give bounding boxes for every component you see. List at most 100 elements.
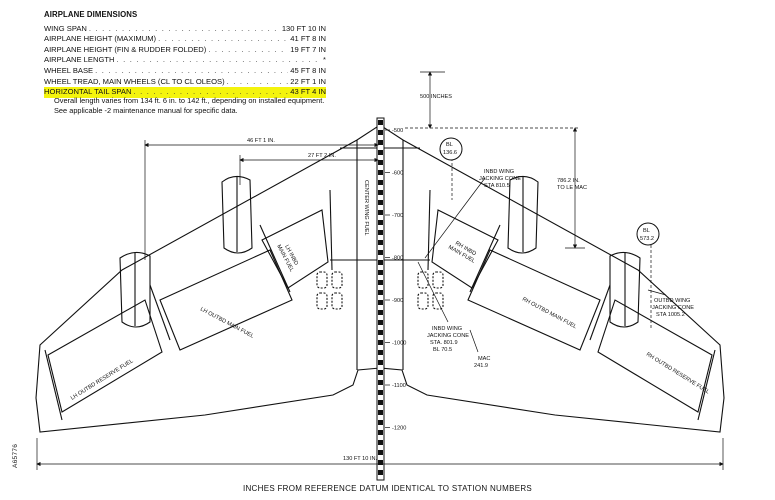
- station-label: -500: [392, 128, 403, 134]
- lh-reserve-tank-outboard: [44, 349, 63, 421]
- dim-27ft-label: 27 FT 2 IN.: [308, 153, 336, 159]
- rh-inbd-engine: [507, 175, 539, 254]
- inbd-cone-l3: STA 810.5: [484, 183, 510, 189]
- lh-outbd-tank-label: LH OUTBD MAIN FUEL: [199, 306, 255, 339]
- rh-outbd-tank-outboard: [589, 284, 611, 341]
- rh-inbd-tank-inboard: [427, 189, 431, 271]
- bl-136-label-1: BL: [446, 142, 453, 148]
- station-label: -800: [392, 256, 403, 262]
- lh-outbd-engine: [119, 251, 151, 328]
- leader-dots: . . . . . . . . . . . . . . . . . . . . …: [158, 34, 288, 44]
- bl-136-label-2: 136.6: [443, 150, 457, 156]
- leader-dots: . . . . . . . . . . . . . . . . . . . . …: [226, 76, 289, 86]
- ruler-tick: [378, 120, 383, 125]
- inbd-cone-lower-l2: JACKING CONE: [427, 333, 469, 339]
- ruler-tick: [378, 150, 383, 155]
- station-label: -900: [392, 298, 403, 304]
- leader-dots: . . . . . . . . . . . . . . . . . . . . …: [88, 23, 280, 33]
- outbd-cone-l2: JACKING CONE: [652, 305, 694, 311]
- note-line-2: See applicable -2 maintenance manual for…: [54, 105, 238, 115]
- rh-gear-wells: [417, 271, 444, 310]
- ruler-tick: [378, 310, 383, 315]
- rh-inbd-tank-outboard: [469, 224, 501, 293]
- lh-inbd-tank: [261, 209, 329, 289]
- lh-outbd-tank: [159, 249, 293, 351]
- ruler-tick: [378, 230, 383, 235]
- dimension-value: *: [323, 55, 326, 65]
- bl-136-marker: [439, 137, 463, 161]
- lh-reserve-tank: [47, 299, 163, 413]
- station-labels: -500-600-700-800-900-1000-1100-1200: [385, 128, 406, 432]
- outbd-cone-l3: STA 1005.2: [656, 312, 685, 318]
- rh-reserve-tank: [597, 299, 713, 413]
- ruler-tick: [378, 210, 383, 215]
- station-label: -1200: [392, 426, 406, 432]
- mac-label-1: MAC: [478, 356, 490, 362]
- dimensions-rows: WING SPAN . . . . . . . . . . . . . . . …: [44, 24, 326, 98]
- dim-500in-label: 500 INCHES: [420, 94, 452, 100]
- dimension-value: 130 FT 10 IN: [281, 23, 326, 33]
- dimension-value: 22 FT 1 IN: [290, 76, 326, 86]
- ruler-tick: [378, 140, 383, 145]
- dimension-value: 45 FT 8 IN: [290, 65, 326, 75]
- ruler-tick: [378, 170, 383, 175]
- dimension-row: HORIZONTAL TAIL SPAN . . . . . . . . . .…: [44, 87, 326, 98]
- note-line-1: Overall length varies from 134 ft. 6 in.…: [54, 96, 325, 105]
- rh-reserve-tank-label: RH OUTBD RESERVE FUEL: [645, 352, 710, 396]
- inbd-cone-l1: INBD WING: [484, 169, 514, 175]
- ruler-tick: [378, 450, 383, 455]
- ruler-tick: [378, 300, 383, 305]
- dimension-value: 43 FT 4 IN: [290, 87, 326, 97]
- footer-caption: INCHES FROM REFERENCE DATUM IDENTICAL TO…: [242, 484, 533, 493]
- inbd-cone-l2: JACKING CONE: [479, 176, 521, 182]
- ruler-tick: [378, 370, 383, 375]
- dimension-value: 41 FT 8 IN: [290, 34, 326, 44]
- dimension-value: 19 FT 7 IN: [290, 44, 326, 54]
- dimension-label: WHEEL BASE: [44, 65, 94, 75]
- ruler-tick: [378, 400, 383, 405]
- lh-inbd-engine: [221, 175, 253, 254]
- ruler-tick: [378, 260, 383, 265]
- ruler-tick: [378, 380, 383, 385]
- station-label: -700: [392, 213, 403, 219]
- dimension-label: AIRPLANE LENGTH: [44, 55, 115, 65]
- bl-573-marker: [636, 222, 660, 246]
- bl-573-label-1: BL: [643, 228, 650, 234]
- lh-outbd-tank-outboard: [149, 284, 171, 341]
- mac-label-2: 241.9: [474, 363, 488, 369]
- ruler-tick: [378, 190, 383, 195]
- ruler-tick: [378, 350, 383, 355]
- ruler-tick: [378, 360, 383, 365]
- dimensions-table: AIRPLANE DIMENSIONS WING SPAN . . . . . …: [44, 10, 326, 98]
- leader-dots: . . . . . . . . . . . . . . . . . . . . …: [208, 44, 288, 54]
- ruler-tick: [378, 440, 383, 445]
- ruler-tick: [378, 130, 383, 135]
- leader-dots: . . . . . . . . . . . . . . . . . . . . …: [133, 87, 288, 97]
- figure-id: A65776: [12, 443, 19, 468]
- station-label: -1100: [392, 383, 406, 389]
- ruler-tick: [378, 280, 383, 285]
- ruler-tick: [378, 340, 383, 345]
- ruler-tick: [378, 220, 383, 225]
- dimension-label: HORIZONTAL TAIL SPAN: [44, 87, 132, 97]
- ruler-tick: [378, 430, 383, 435]
- ruler-tick: [378, 160, 383, 165]
- leader-dots: . . . . . . . . . . . . . . . . . . . . …: [116, 55, 321, 65]
- ruler-tick: [378, 180, 383, 185]
- ruler-tick: [378, 390, 383, 395]
- ruler-tick: [378, 290, 383, 295]
- ruler-tick: [378, 410, 383, 415]
- ruler-tick: [378, 320, 383, 325]
- dimension-label: WING SPAN: [44, 23, 87, 33]
- dimension-row: AIRPLANE HEIGHT (FIN & RUDDER FOLDED) . …: [44, 45, 326, 56]
- ruler-tick: [378, 420, 383, 425]
- station-label: -1000: [392, 341, 406, 347]
- rh-outbd-engine: [609, 251, 641, 328]
- dim-46ft-label: 46 FT 1 IN.: [247, 138, 275, 144]
- ruler-tick: [378, 470, 383, 475]
- lh-inbd-tank-outboard: [259, 224, 291, 293]
- dimension-row: WHEEL BASE . . . . . . . . . . . . . . .…: [44, 66, 326, 77]
- rh-outbd-tank: [467, 249, 601, 351]
